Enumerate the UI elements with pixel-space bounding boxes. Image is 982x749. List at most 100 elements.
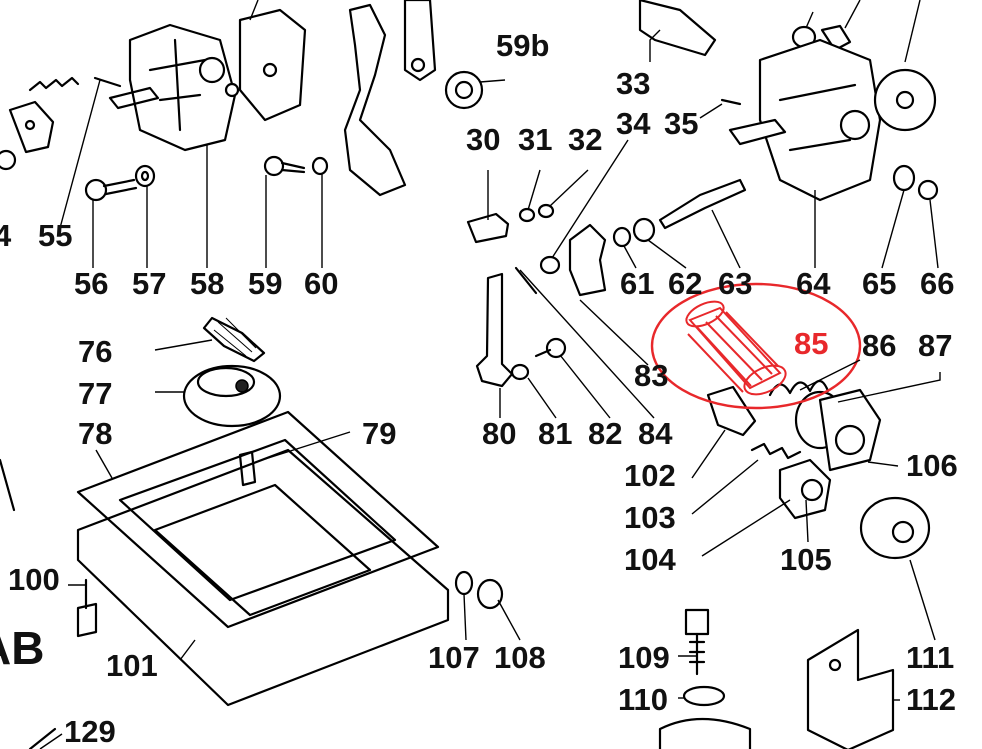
filter-85 xyxy=(685,300,787,396)
bolt-109-thread xyxy=(688,632,706,676)
housing-58 xyxy=(108,23,240,152)
link-arm-hole xyxy=(410,57,426,73)
part-129 xyxy=(28,727,57,749)
leader-lines xyxy=(39,0,941,749)
label-58: 58 xyxy=(190,266,224,301)
label-61: 61 xyxy=(620,266,654,301)
label-83: 83 xyxy=(634,358,668,393)
label-65: 65 xyxy=(862,266,896,301)
label-64: 64 xyxy=(796,266,831,301)
label-56: 56 xyxy=(74,266,108,301)
label-ab: AB xyxy=(0,622,44,674)
gear-59b-hub xyxy=(454,80,474,100)
label-102: 102 xyxy=(624,458,676,493)
part-30 xyxy=(466,212,510,244)
label-62: 62 xyxy=(668,266,702,301)
cylinder-bottom xyxy=(658,717,752,749)
label-59b: 59b xyxy=(496,28,549,63)
label-78: 78 xyxy=(78,416,112,451)
label-82: 82 xyxy=(588,416,622,451)
washer-61 xyxy=(612,226,632,248)
washer-107 xyxy=(454,570,474,596)
bracket-83 xyxy=(568,223,607,297)
label-105: 105 xyxy=(780,542,832,577)
fitting-105-hole xyxy=(800,478,824,502)
plate-hole xyxy=(24,119,36,131)
washer-81 xyxy=(510,363,530,381)
washer-57-hole xyxy=(140,170,150,182)
screw-82-head xyxy=(545,337,567,359)
washer-31 xyxy=(518,207,536,223)
label-32: 32 xyxy=(568,122,602,157)
washer-62 xyxy=(632,217,656,243)
label-101: 101 xyxy=(106,648,158,683)
label-77: 77 xyxy=(78,376,112,411)
bolt-63 xyxy=(658,178,747,230)
bracket-112-hole xyxy=(828,658,842,672)
highlight-ellipse xyxy=(650,282,862,410)
screw-56-thread xyxy=(102,178,138,196)
pin-35 xyxy=(720,98,742,106)
label-85: 85 xyxy=(794,326,828,361)
cover-plate-hole xyxy=(262,62,278,78)
label-112: 112 xyxy=(906,682,956,717)
stem-102 xyxy=(706,385,757,437)
highlighted-part-85 xyxy=(650,282,862,410)
spring-part xyxy=(28,76,80,92)
label-4: 4 xyxy=(0,218,12,253)
label-76: 76 xyxy=(78,334,112,369)
pin-84 xyxy=(514,266,538,295)
label-57: 57 xyxy=(132,266,166,301)
pan-101 xyxy=(76,448,450,707)
spring-103 xyxy=(750,442,802,460)
washer-4 xyxy=(0,149,17,171)
label-108: 108 xyxy=(494,640,546,675)
bracket-33 xyxy=(638,0,717,57)
label-66: 66 xyxy=(920,266,954,301)
arm-80 xyxy=(475,272,514,388)
filter-76-mesh xyxy=(213,317,257,357)
label-107: 107 xyxy=(428,640,480,675)
label-87: 87 xyxy=(918,328,952,363)
washer-110 xyxy=(682,685,726,707)
bracket-plate xyxy=(8,100,55,154)
washer-60 xyxy=(311,156,329,176)
lever-arm xyxy=(343,3,407,197)
gasket-78-inner xyxy=(118,438,397,602)
label-106: 106 xyxy=(906,448,958,483)
label-34: 34 xyxy=(616,106,651,141)
label-129: 129 xyxy=(64,714,116,749)
bolt-100 xyxy=(76,602,98,638)
housing-64 xyxy=(728,38,937,202)
pin-55 xyxy=(93,76,122,88)
part-labels: 4 55 56 57 58 59 60 59b 30 31 32 33 34 3… xyxy=(0,28,958,749)
label-80: 80 xyxy=(482,416,516,451)
label-60: 60 xyxy=(304,266,338,301)
gasket-78 xyxy=(76,410,440,629)
part-group-middle-top xyxy=(466,0,939,388)
nut-66 xyxy=(917,179,939,201)
nut-106-head xyxy=(834,424,866,456)
washer-32 xyxy=(537,203,555,219)
rod-left xyxy=(0,458,16,512)
part-group-pan xyxy=(0,316,504,707)
pan-101-recess xyxy=(153,483,372,617)
label-55: 55 xyxy=(38,218,72,253)
label-33: 33 xyxy=(616,66,650,101)
screw-59-head xyxy=(263,155,285,177)
bracket-112 xyxy=(806,628,895,749)
cap-65 xyxy=(892,164,916,192)
plug-108 xyxy=(476,578,504,610)
screw-56-head xyxy=(84,178,108,202)
label-30: 30 xyxy=(466,122,500,157)
washer-34 xyxy=(539,255,561,275)
label-81: 81 xyxy=(538,416,572,451)
part-group-top-left xyxy=(0,0,484,202)
label-103: 103 xyxy=(624,500,676,535)
bolt-109-head xyxy=(684,608,710,636)
filter-76 xyxy=(202,316,266,363)
label-35: 35 xyxy=(664,106,698,141)
label-59: 59 xyxy=(248,266,282,301)
label-86: 86 xyxy=(862,328,896,363)
gear-59b xyxy=(444,70,484,110)
